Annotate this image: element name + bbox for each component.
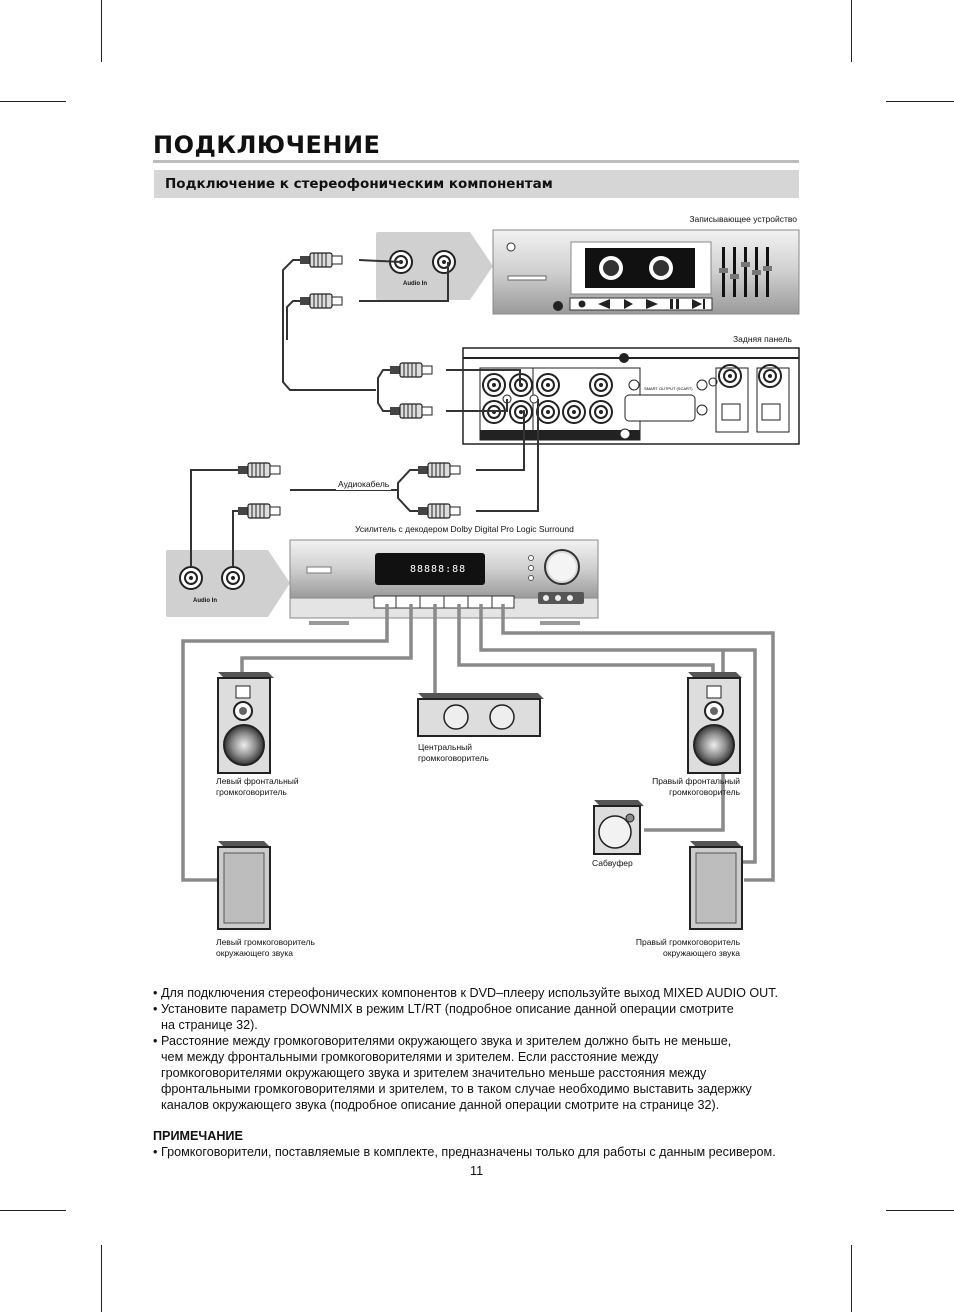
note-heading: ПРИМЕЧАНИЕ [153,1129,243,1143]
left-surround-label: Левый громкоговоритель окружающего звука [216,937,315,958]
page-title: ПОДКЛЮЧЕНИЕ [153,131,381,159]
amplifier-display: 88888:88 [410,564,467,575]
amplifier-audio-in-callout [166,550,290,617]
crop-mark [0,1210,66,1211]
rear-panel-label: Задняя панель [733,334,792,344]
amplifier-device [289,539,599,625]
audio-cable-label: Аудиокабель [336,479,392,490]
subwoofer [593,800,644,855]
crop-mark [101,0,102,62]
crop-mark [886,101,954,102]
bullet-item: Для подключения стереофонических компоне… [153,985,813,1001]
recorder-audio-in-callout [376,232,493,300]
recorder-device [492,229,800,315]
note: Громкоговорители, поставляемые в комплек… [153,1144,813,1160]
bullet-item: Расстояние между громкоговорителями окру… [153,1033,813,1113]
bullet-item: Установите параметр DOWNMIX в режим LT/R… [153,1001,813,1033]
amplifier-audio-in-label: Audio In [193,598,217,604]
section-header: Подключение к стереофоническим компонент… [154,170,799,198]
title-rule [153,160,799,163]
left-front-speaker [217,672,274,774]
right-surround-speaker [689,841,743,930]
section-title: Подключение к стереофоническим компонент… [165,176,553,192]
right-front-label: Правый фронтальный громкоговоритель [652,776,740,797]
left-front-label: Левый фронтальный громкоговоритель [216,776,299,797]
svg-text:SMART OUTPUT (SCART): SMART OUTPUT (SCART) [644,386,693,391]
right-surround-label: Правый громкоговоритель окружающего звук… [635,937,740,958]
note-text: Громкоговорители, поставляемые в комплек… [153,1144,813,1160]
crop-mark [851,1245,852,1312]
crop-mark [0,101,66,102]
dvd-rear-panel: SMART OUTPUT (SCART) [462,347,800,445]
left-surround-speaker [217,841,271,930]
crop-mark [886,1210,954,1211]
recorder-label: Записывающее устройство [689,214,797,224]
center-speaker [417,693,544,737]
instructions: Для подключения стереофонических компоне… [153,985,813,1113]
recorder-audio-in-label: Audio In [403,281,427,287]
right-front-speaker [687,672,742,774]
crop-mark [101,1245,102,1312]
crop-mark [851,0,852,62]
center-label: Центральный громкоговоритель [418,742,489,763]
amplifier-label: Усилитель с декодером Dolby Digital Pro … [355,524,574,534]
audio-cables [190,259,539,567]
subwoofer-label: Сабвуфер [592,858,633,868]
page-number: 11 [470,1164,484,1178]
